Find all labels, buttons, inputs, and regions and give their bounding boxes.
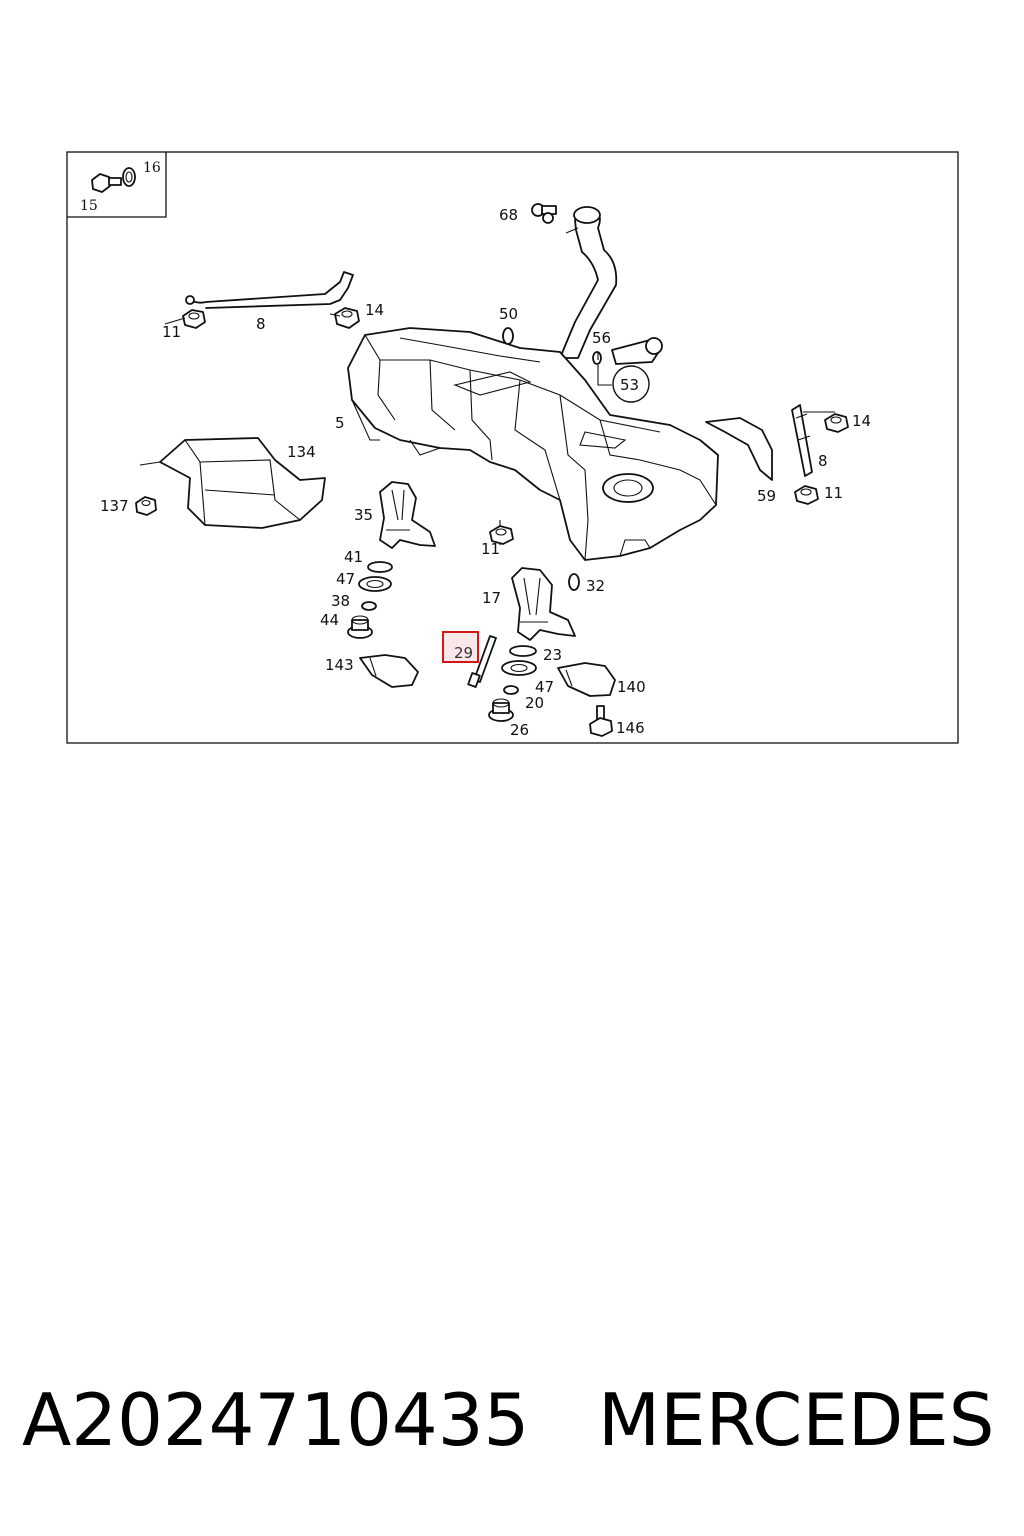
- washer-16-icon: [122, 167, 136, 187]
- label-140: 140: [617, 678, 646, 696]
- label-35: 35: [354, 506, 373, 524]
- ring-47-right-icon: [501, 660, 537, 676]
- label-41: 41: [344, 548, 363, 566]
- fuel-tank-icon: [347, 327, 719, 561]
- nut-26-icon: [488, 698, 514, 722]
- label-50: 50: [499, 305, 518, 323]
- part-number: A2024710435: [22, 1378, 530, 1462]
- vent-valve-icon: [592, 337, 663, 403]
- label-23: 23: [543, 646, 562, 664]
- caption-bar: A2024710435 MERCEDES: [0, 1365, 1024, 1475]
- callout-circle-53: [612, 365, 650, 403]
- nut-137-icon: [135, 496, 157, 516]
- seal-23-icon: [509, 645, 537, 657]
- nut-11-left-icon: [182, 309, 206, 329]
- cover-143-icon: [359, 654, 419, 688]
- tube-29-icon: [467, 635, 497, 688]
- diagram-frame: [66, 151, 959, 744]
- label-11-right: 11: [824, 484, 843, 502]
- o-ring-32-icon: [568, 573, 580, 591]
- label-47-right: 47: [535, 678, 554, 696]
- label-20: 20: [525, 694, 544, 712]
- label-5: 5: [335, 414, 345, 432]
- label-137: 137: [100, 497, 129, 515]
- nut-14-left-icon: [334, 307, 360, 329]
- label-134: 134: [287, 443, 316, 461]
- filler-neck-icon: [559, 206, 618, 359]
- label-59: 59: [757, 487, 776, 505]
- label-17: 17: [482, 589, 501, 607]
- fuel-sender-35-icon: [379, 481, 436, 549]
- tank-strap-left-icon: [185, 271, 354, 309]
- inset-box: [67, 152, 167, 218]
- cover-59-icon: [705, 417, 773, 481]
- bolt-68-icon: [531, 203, 557, 224]
- label-15: 15: [80, 198, 98, 214]
- label-8-right: 8: [818, 452, 828, 470]
- label-14-right: 14: [852, 412, 871, 430]
- tank-strap-right-icon: [791, 404, 813, 477]
- bolt-146-icon: [589, 705, 613, 737]
- grommet-50-icon: [502, 327, 514, 345]
- label-11-left: 11: [162, 323, 181, 341]
- nut-44-icon: [347, 615, 373, 639]
- label-26: 26: [510, 721, 529, 739]
- highlight-box-29: [442, 631, 479, 663]
- label-47-left: 47: [336, 570, 355, 588]
- seal-41-icon: [367, 561, 393, 573]
- seal-38-icon: [361, 601, 377, 611]
- label-14-left: 14: [365, 301, 384, 319]
- leader-lines: [164, 313, 599, 360]
- label-8-left: 8: [256, 315, 266, 333]
- label-53: 53: [620, 376, 639, 394]
- nut-11-right-icon: [794, 485, 819, 505]
- fuel-pump-17-icon: [511, 567, 576, 641]
- label-56: 56: [592, 329, 611, 347]
- label-146: 146: [616, 719, 645, 737]
- label-16: 16: [143, 160, 161, 176]
- nut-11-center-icon: [489, 525, 514, 545]
- nut-14-right-icon: [803, 411, 849, 433]
- label-11-center: 11: [481, 540, 500, 558]
- label-38: 38: [331, 592, 350, 610]
- ring-47-left-icon: [358, 576, 392, 592]
- seal-20-icon: [503, 685, 519, 695]
- label-68: 68: [499, 206, 518, 224]
- label-44: 44: [320, 611, 339, 629]
- heat-shield-134-icon: [139, 437, 326, 529]
- bolt-15-icon: [91, 173, 122, 193]
- cover-140-icon: [557, 662, 616, 697]
- label-29-highlighted: 29: [454, 644, 473, 662]
- brand-name: MERCEDES: [598, 1378, 995, 1462]
- label-32: 32: [586, 577, 605, 595]
- label-143: 143: [325, 656, 354, 674]
